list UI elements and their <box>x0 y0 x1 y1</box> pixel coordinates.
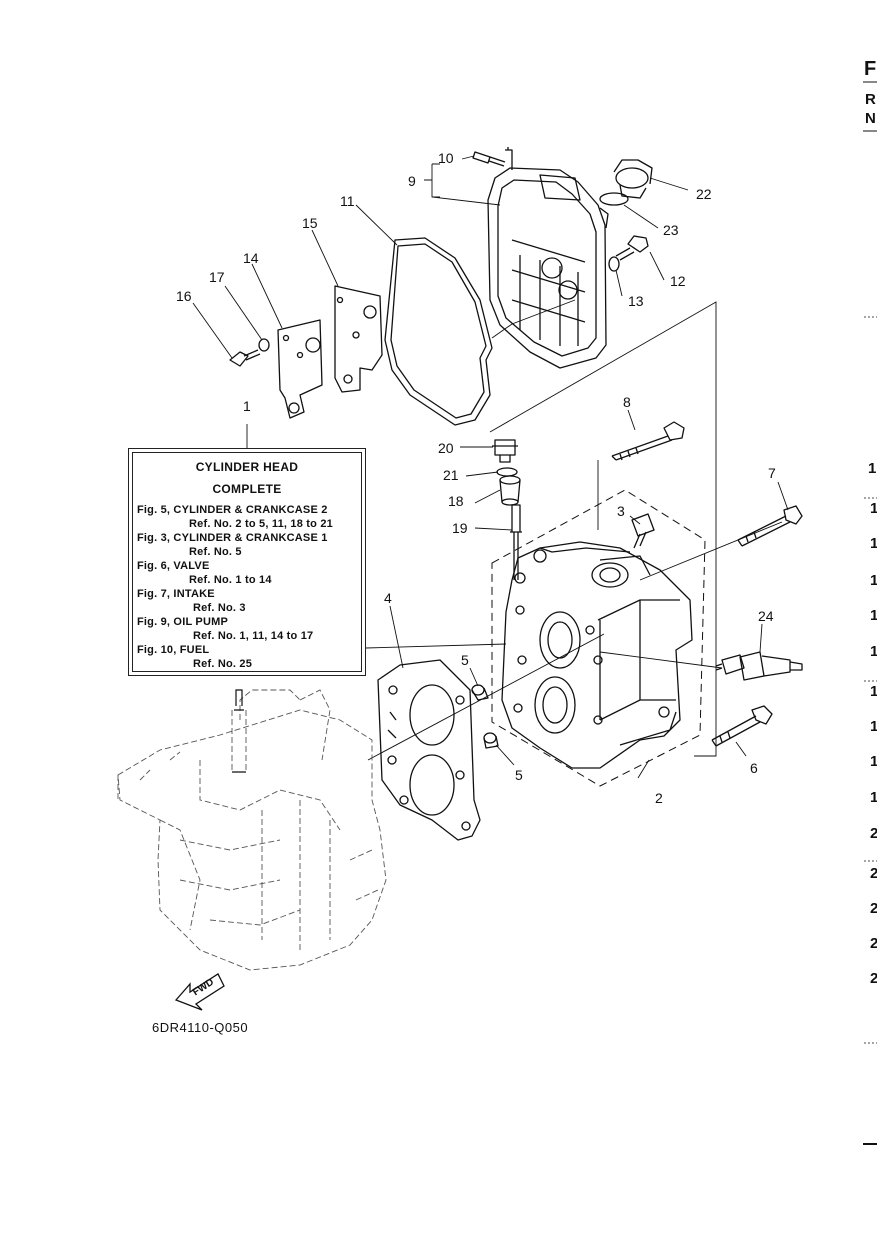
bolt-12 <box>615 235 649 261</box>
label-17: 17 <box>209 269 225 285</box>
caption-line: Ref. No. 5 <box>189 546 242 558</box>
label-23: 23 <box>663 222 679 238</box>
label-21: 21 <box>443 467 459 483</box>
label-6: 6 <box>750 760 758 776</box>
pin-19 <box>510 504 522 580</box>
edge-fragment: 2 <box>870 970 877 987</box>
dowel-5-b <box>483 732 499 749</box>
caption-line: Fig. 5, CYLINDER & CRANKCASE 2 <box>137 504 328 516</box>
edge-fragment: 2 <box>870 935 877 952</box>
label-12: 12 <box>670 273 686 289</box>
label-20: 20 <box>438 440 454 456</box>
rocker-cover <box>487 147 609 369</box>
edge-fragment: 1 <box>870 718 877 735</box>
edge-fragment: 1 <box>868 460 877 477</box>
caption-line: Ref. No. 1 to 14 <box>189 574 272 586</box>
edge-fragment: 2 <box>870 865 877 882</box>
spark-plug-24 <box>715 651 803 681</box>
plate-15 <box>334 285 383 393</box>
edge-fragment: 1 <box>870 535 877 552</box>
cylinder-head-2 <box>501 541 693 769</box>
o-ring-21 <box>496 467 518 477</box>
label-5a: 5 <box>461 652 469 668</box>
caption-line: Ref. No. 1, 11, 14 to 17 <box>193 630 314 642</box>
edge-fragment: F <box>864 58 877 80</box>
edge-fragment: 2 <box>870 825 877 842</box>
washer-13 <box>608 256 620 272</box>
edge-fragment: 1 <box>870 789 877 806</box>
label-14: 14 <box>243 250 259 266</box>
fitting-20 <box>492 439 518 463</box>
caption-line: Ref. No. 3 <box>193 602 246 614</box>
caption-line: Fig. 3, CYLINDER & CRANKCASE 1 <box>137 532 328 544</box>
edge-fragment: 1 <box>870 500 877 517</box>
sleeve-18 <box>499 475 521 506</box>
label-8: 8 <box>623 394 631 410</box>
label-5b: 5 <box>515 767 523 783</box>
cover-gasket-11 <box>384 237 493 426</box>
oil-filler-cap-22 <box>613 159 653 199</box>
label-4: 4 <box>384 590 392 606</box>
dowel-3 <box>631 513 655 549</box>
caption-line: Fig. 7, INTAKE <box>137 588 215 600</box>
head-gasket-4 <box>377 659 481 841</box>
caption-line: Fig. 6, VALVE <box>137 560 210 572</box>
edge-fragment: 2 <box>870 900 877 917</box>
bolt-6 <box>711 705 773 747</box>
label-13: 13 <box>628 293 644 309</box>
label-15: 15 <box>302 215 318 231</box>
label-2: 2 <box>655 790 663 806</box>
label-1: 1 <box>243 398 251 414</box>
caption-line: Fig. 9, OIL PUMP <box>137 616 229 628</box>
edge-fragment: 1 <box>870 683 877 700</box>
label-9: 9 <box>408 173 416 189</box>
edge-fragment: 1 <box>870 643 877 660</box>
fwd-arrow <box>174 973 225 1011</box>
assembly-caption-box: CYLINDER HEAD COMPLETE Fig. 5, CYLINDER … <box>128 448 366 676</box>
dowel-5-a <box>471 684 489 701</box>
edge-fragment: 1 <box>870 607 877 624</box>
bracket-14 <box>277 319 323 419</box>
label-10: 10 <box>438 150 454 166</box>
caption-line: Ref. No. 25 <box>193 658 253 670</box>
label-16: 16 <box>176 288 192 304</box>
label-3: 3 <box>617 503 625 519</box>
caption-line: Fig. 10, FUEL <box>137 644 210 656</box>
edge-fragment: N <box>865 110 876 127</box>
label-7: 7 <box>768 465 776 481</box>
edge-fragment: 1 <box>870 572 877 589</box>
caption-title-1: CYLINDER HEAD <box>195 460 299 474</box>
edge-fragment: R <box>865 91 876 108</box>
label-22: 22 <box>696 186 712 202</box>
bolt-16 <box>229 349 261 367</box>
caption-line: Ref. No. 2 to 5, 11, 18 to 21 <box>189 518 333 530</box>
label-11: 11 <box>340 193 355 209</box>
diagram-id: 6DR4110-Q050 <box>152 1020 249 1035</box>
bolt-7 <box>737 505 803 547</box>
caption-title-2: COMPLETE <box>212 482 282 496</box>
bolt-10 <box>472 151 506 167</box>
label-24: 24 <box>758 608 774 624</box>
edge-fragment: 1 <box>870 753 877 770</box>
engine-block-phantom <box>117 689 387 971</box>
bolt-8 <box>611 421 685 461</box>
o-ring-23 <box>599 192 629 206</box>
label-19: 19 <box>452 520 468 536</box>
washer-17 <box>258 338 270 352</box>
label-18: 18 <box>448 493 464 509</box>
